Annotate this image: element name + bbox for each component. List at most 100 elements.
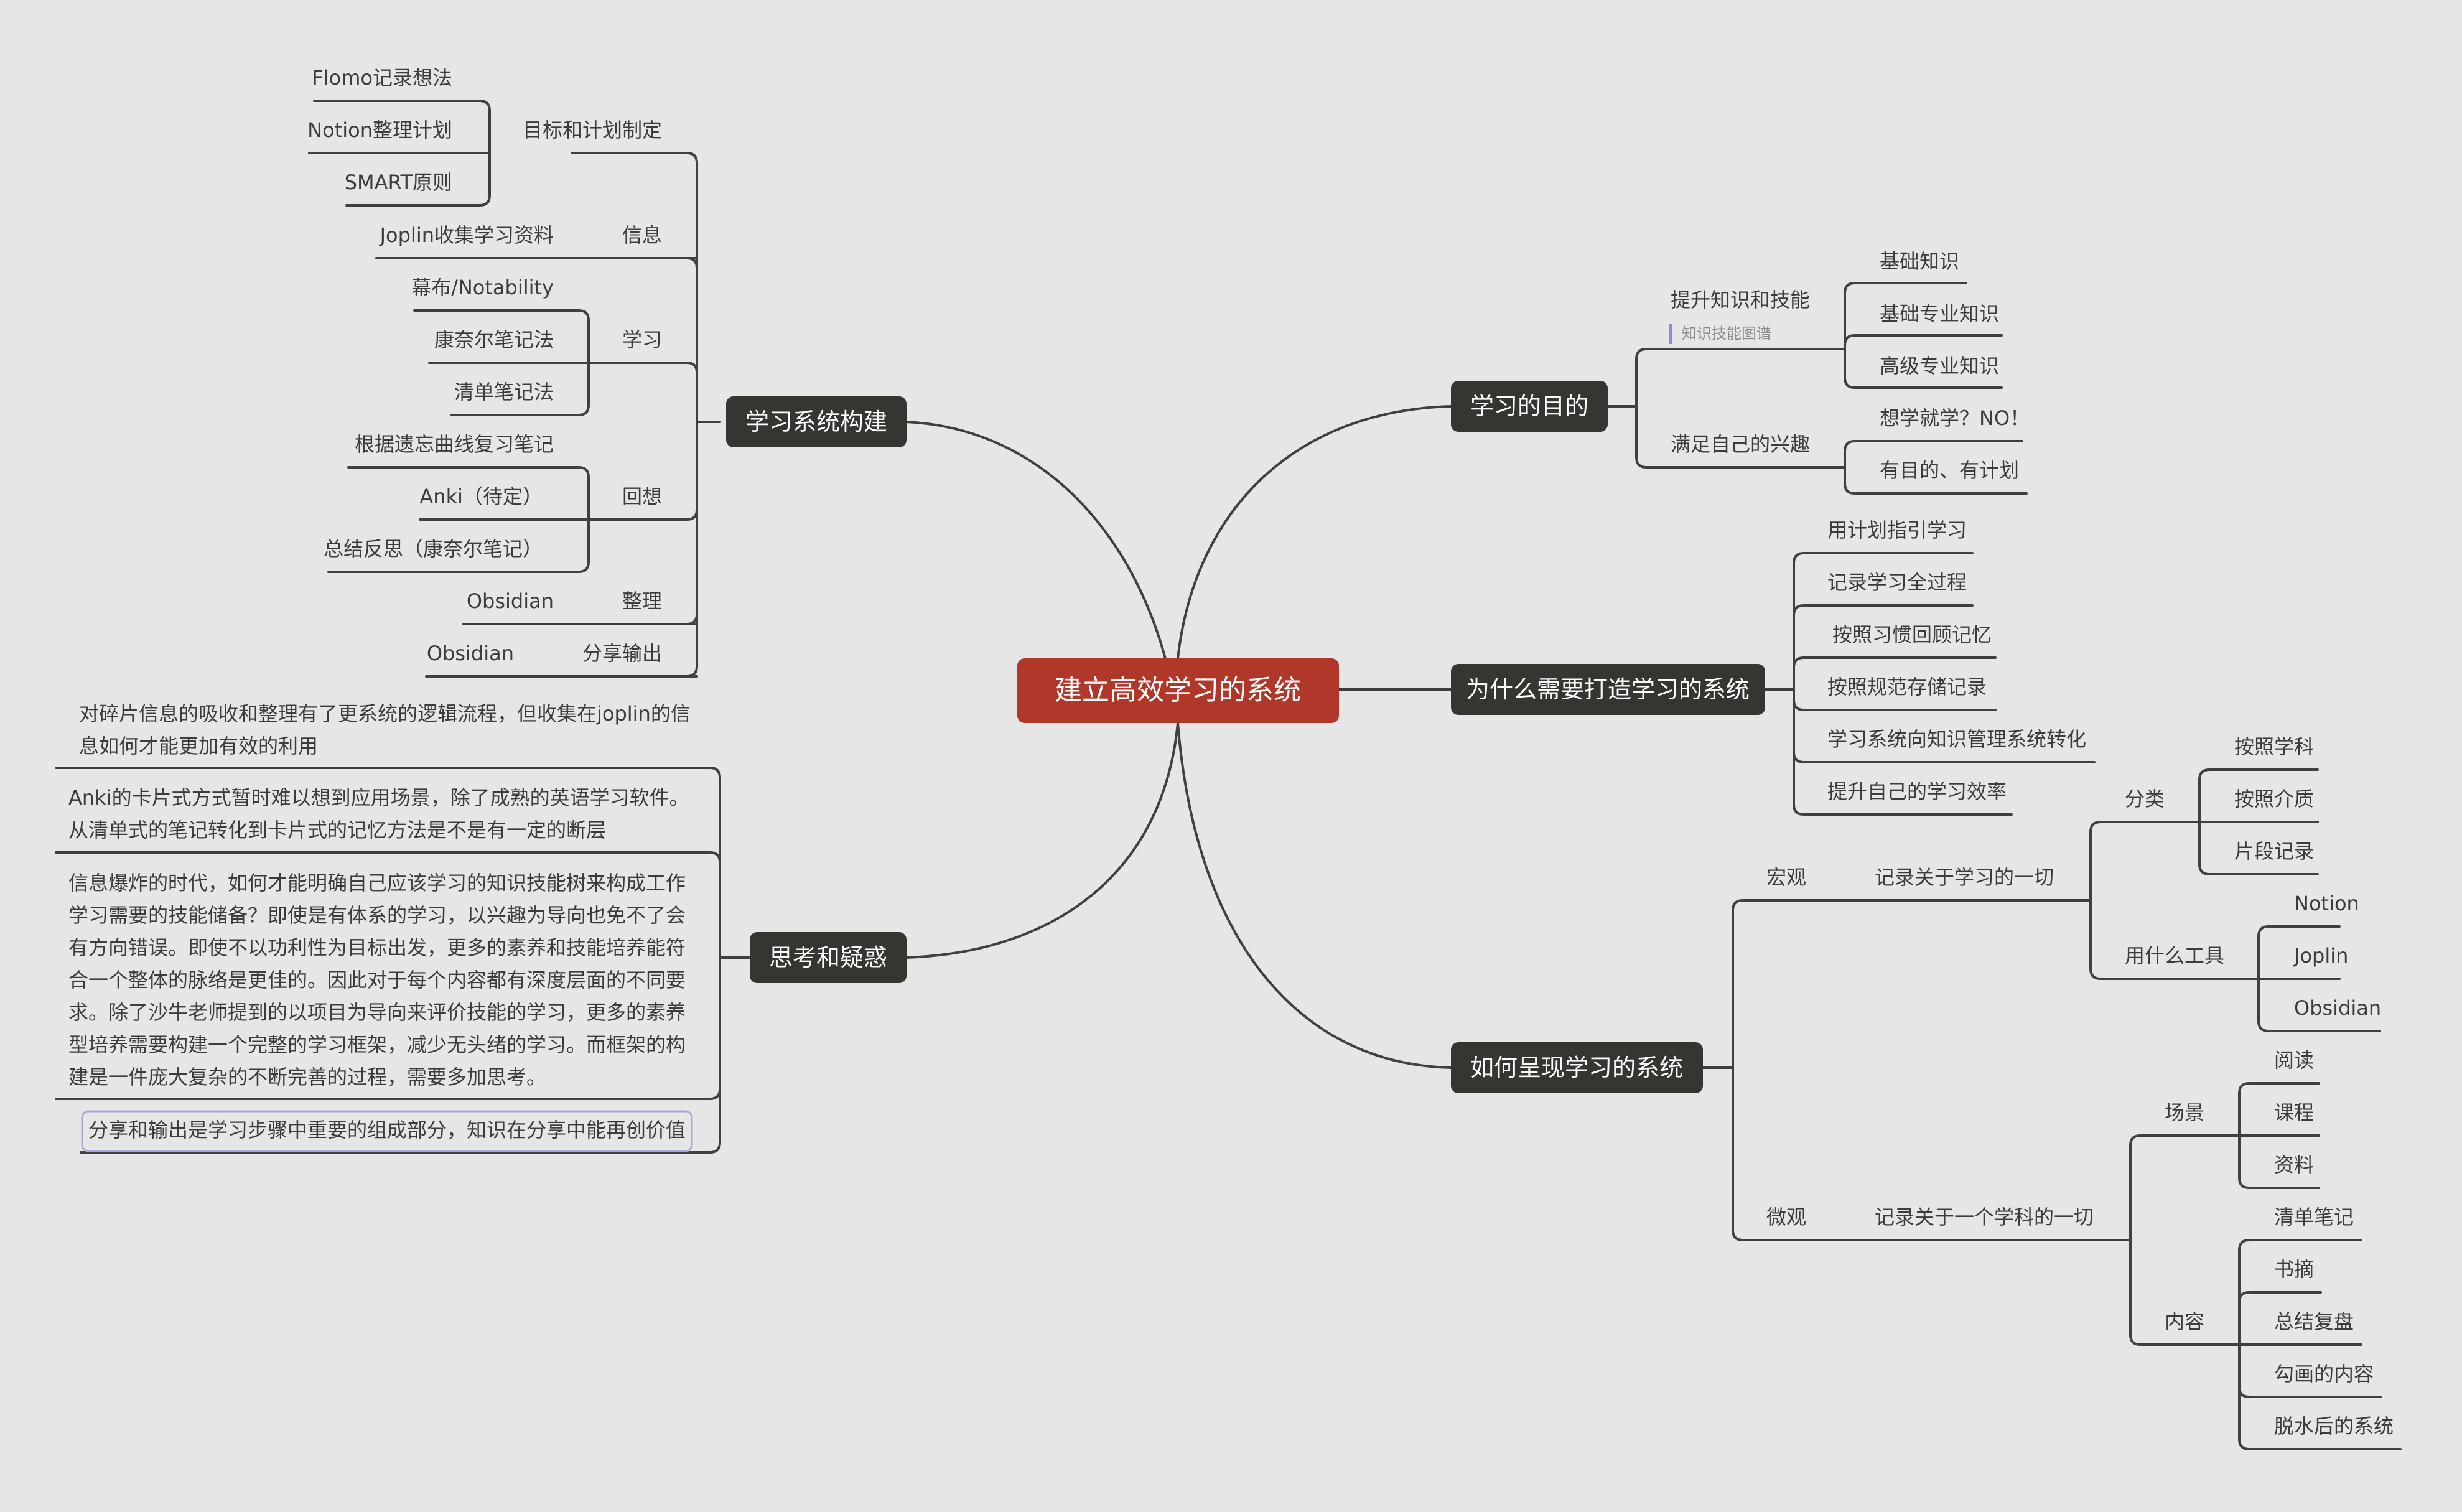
connector-line <box>2129 1239 2241 1346</box>
present-macro-sub[interactable]: 记录关于学习的一切 <box>1875 866 2054 889</box>
leaf-label: 总结反思（康奈尔笔记） <box>324 537 543 561</box>
branch-label: 记录关于学习的一切 <box>1875 866 2054 889</box>
build-share-item[interactable]: Obsidian <box>427 642 514 665</box>
leaf-label: 基础专业知识 <box>1880 302 1999 325</box>
build-branch-organize[interactable]: 整理 <box>622 589 662 613</box>
present-macro-classify[interactable]: 分类 <box>2125 787 2165 811</box>
present-classify-item[interactable]: 按照学科 <box>2234 735 2314 758</box>
text-line: 分享和输出是学习步骤中重要的组成部分，知识在分享中能再创价值 <box>88 1118 686 1142</box>
main-node-purpose[interactable]: 学习的目的 <box>1451 381 1608 432</box>
branch-label: 记录关于一个学科的一切 <box>1875 1205 2094 1229</box>
present-content-item[interactable]: 脱水后的系统 <box>2274 1414 2394 1438</box>
purpose-interest-item[interactable]: 想学就学？NO！ <box>1880 406 2030 430</box>
present-scene-item[interactable]: 阅读 <box>2274 1048 2314 1072</box>
thinking-item-2[interactable]: Anki的卡片式方式暂时难以想到应用场景，除了成熟的英语学习软件。 从清单式的笔… <box>68 786 689 842</box>
connector-line <box>1844 348 2003 389</box>
main-label: 为什么需要打造学习的系统 <box>1466 676 1750 703</box>
connector-line <box>1793 688 2013 816</box>
why-item[interactable]: 记录学习全过程 <box>1827 571 1967 594</box>
branch-label: 宏观 <box>1766 866 1806 889</box>
build-branch-recall[interactable]: 回想 <box>622 485 662 508</box>
text-line: 对碎片信息的吸收和整理有了更系统的逻辑流程，但收集在joplin的信 <box>79 702 691 726</box>
main-node-system-build[interactable]: 学习系统构建 <box>726 396 907 447</box>
connector-line <box>80 956 721 1154</box>
why-item[interactable]: 提升自己的学习效率 <box>1827 780 2007 803</box>
leaf-label: 按照习惯回顾记忆 <box>1832 623 1992 646</box>
leaf-label: 记录学习全过程 <box>1827 571 1967 594</box>
leaf-label: 课程 <box>2274 1101 2314 1124</box>
why-item[interactable]: 学习系统向知识管理系统转化 <box>1827 727 2086 751</box>
connector-line <box>1635 348 1846 408</box>
present-content-item[interactable]: 勾画的内容 <box>2274 1362 2374 1386</box>
purpose-skills-item[interactable]: 基础专业知识 <box>1880 302 1999 325</box>
connector-line <box>1732 899 2092 1069</box>
connector-root-build <box>905 421 1179 723</box>
present-micro-sub[interactable]: 记录关于一个学科的一切 <box>1875 1205 2094 1229</box>
connector-line <box>1793 688 2096 763</box>
build-recall-item[interactable]: 根据遗忘曲线复习笔记 <box>355 432 554 456</box>
connector-root-thinking <box>905 722 1179 959</box>
present-classify-item[interactable]: 按照介质 <box>2234 787 2314 811</box>
build-branch-goal[interactable]: 目标和计划制定 <box>523 118 662 142</box>
build-goal-item[interactable]: SMART原则 <box>345 170 452 194</box>
connector-line <box>345 152 491 207</box>
thinking-item-4[interactable]: 分享和输出是学习步骤中重要的组成部分，知识在分享中能再创价值 <box>81 1110 693 1152</box>
present-scene-item[interactable]: 课程 <box>2274 1101 2314 1124</box>
main-node-thinking[interactable]: 思考和疑惑 <box>750 932 907 983</box>
build-branch-study[interactable]: 学习 <box>622 328 662 352</box>
build-branch-share[interactable]: 分享输出 <box>582 642 662 665</box>
leaf-label: 片段记录 <box>2234 839 2314 863</box>
connector-line <box>1844 440 2023 469</box>
build-study-item[interactable]: 康奈尔笔记法 <box>434 328 554 352</box>
connector-line <box>2238 1343 2402 1450</box>
text-line: 从清单式的笔记转化到卡片式的记忆方法是不是有一定的断层 <box>68 818 606 842</box>
build-info-item[interactable]: Joplin收集学习资料 <box>379 223 554 247</box>
purpose-branch-skills[interactable]: 提升知识和技能 知识技能图谱 <box>1669 288 1810 344</box>
build-branch-info[interactable]: 信息 <box>622 223 662 247</box>
present-content-item[interactable]: 总结复盘 <box>2274 1310 2354 1333</box>
build-study-item[interactable]: 幕布/Notability <box>411 276 554 299</box>
purpose-interest-item[interactable]: 有目的、有计划 <box>1880 459 2019 482</box>
root-node[interactable]: 建立高效学习的系统 <box>1017 658 1339 723</box>
main-node-why[interactable]: 为什么需要打造学习的系统 <box>1451 664 1765 715</box>
present-tools-item[interactable]: Joplin <box>2293 944 2348 968</box>
present-micro-scene[interactable]: 场景 <box>2165 1101 2204 1124</box>
connector-line <box>2238 1082 2320 1137</box>
build-recall-item[interactable]: Anki（待定） <box>419 485 543 508</box>
present-tools-item[interactable]: Notion <box>2294 892 2359 915</box>
leaf-label: 清单笔记法 <box>454 380 554 404</box>
present-branch-micro[interactable]: 微观 <box>1766 1205 1806 1229</box>
present-content-item[interactable]: 清单笔记 <box>2274 1205 2354 1229</box>
thinking-item-1[interactable]: 对碎片信息的吸收和整理有了更系统的逻辑流程，但收集在joplin的信 息如何才能… <box>79 702 691 758</box>
present-branch-macro[interactable]: 宏观 <box>1766 866 1806 889</box>
present-micro-content[interactable]: 内容 <box>2165 1310 2204 1333</box>
purpose-branch-interest[interactable]: 满足自己的兴趣 <box>1671 432 1810 456</box>
build-organize-item[interactable]: Obsidian <box>467 589 554 613</box>
present-macro-tools[interactable]: 用什么工具 <box>2125 944 2224 968</box>
present-content-item[interactable]: 书摘 <box>2274 1258 2314 1281</box>
purpose-skills-item[interactable]: 高级专业知识 <box>1880 354 1999 378</box>
connector-line <box>1732 1066 2132 1241</box>
connector-line <box>2089 899 2201 980</box>
present-scene-item[interactable]: 资料 <box>2274 1153 2314 1177</box>
connector-line <box>2198 821 2319 875</box>
build-goal-item[interactable]: Notion整理计划 <box>307 118 452 142</box>
build-recall-item[interactable]: 总结反思（康奈尔笔记） <box>324 537 543 561</box>
leaf-label: 勾画的内容 <box>2274 1362 2374 1386</box>
purpose-skills-item[interactable]: 基础知识 <box>1880 250 1959 273</box>
present-tools-item[interactable]: Obsidian <box>2294 996 2381 1020</box>
branch-label: 场景 <box>2165 1101 2204 1124</box>
thinking-item-3[interactable]: 信息爆炸的时代，如何才能明确自己应该学习的知识技能树来构成工作 学习需要的技能储… <box>68 871 686 1089</box>
branch-label: 整理 <box>622 589 662 613</box>
leaf-label: 书摘 <box>2274 1258 2314 1281</box>
connector-line <box>2238 1239 2362 1346</box>
present-classify-item[interactable]: 片段记录 <box>2234 839 2314 863</box>
build-goal-item[interactable]: Flomo记录想法 <box>312 66 452 90</box>
why-item[interactable]: 按照习惯回顾记忆 <box>1832 623 1992 646</box>
main-node-present[interactable]: 如何呈现学习的系统 <box>1451 1042 1703 1093</box>
why-item[interactable]: 用计划指引学习 <box>1827 518 1967 542</box>
why-item[interactable]: 按照规范存储记录 <box>1827 675 1987 699</box>
build-study-item[interactable]: 清单笔记法 <box>454 380 554 404</box>
main-label: 思考和疑惑 <box>769 944 887 971</box>
leaf-label: 高级专业知识 <box>1880 354 1999 378</box>
